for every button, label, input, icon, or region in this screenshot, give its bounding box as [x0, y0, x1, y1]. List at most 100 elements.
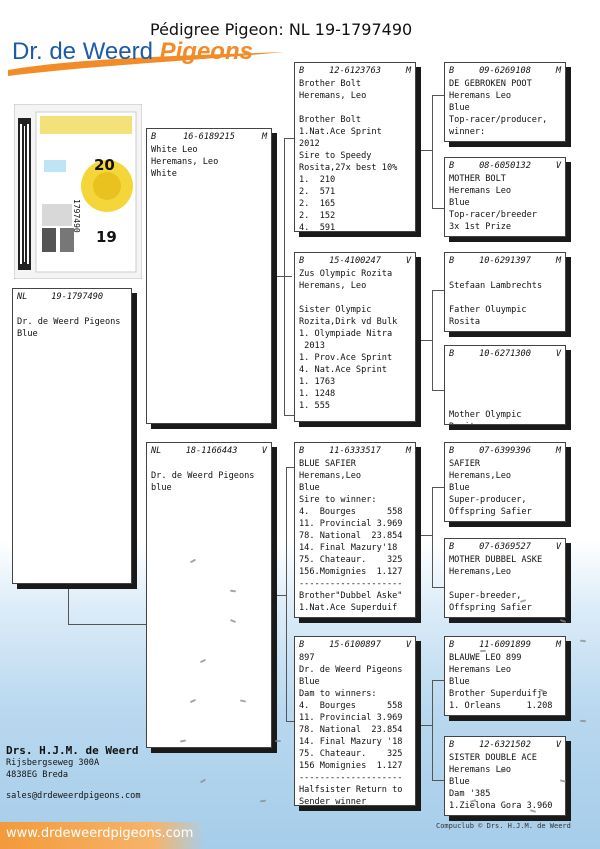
- ring-prefix: B: [299, 66, 305, 76]
- card-text-line: [151, 458, 267, 470]
- card-text-line: Top-racer/producer,: [449, 115, 548, 125]
- ring-year-left: 20: [94, 156, 115, 174]
- sex-marker: M: [555, 66, 561, 76]
- card-text-line: 4. Nat.Ace Sprint: [299, 365, 387, 375]
- card-text-line: SISTER DOUBLE ACE: [449, 753, 537, 763]
- card-text-line: 2013: [299, 341, 325, 351]
- connector: [284, 138, 294, 139]
- card-text-line: Sire to winner:: [299, 495, 377, 505]
- card-text-line: DE GEBROKEN POOT: [449, 79, 532, 89]
- connector: [284, 138, 285, 415]
- card-text-line: SAFIER: [449, 459, 481, 469]
- card-text-line: [449, 268, 561, 280]
- website-link[interactable]: www.drdeweerdpigeons.com: [6, 826, 194, 841]
- ring-prefix: B: [151, 132, 157, 142]
- connector: [272, 595, 286, 596]
- ring-prefix: B: [449, 542, 455, 552]
- card-text-line: Blue: [17, 329, 38, 339]
- sex-marker: V: [555, 161, 561, 171]
- ring-prefix: B: [449, 640, 455, 650]
- ring-number: 12-6321502: [479, 740, 531, 750]
- ring-prefix: B: [449, 740, 455, 750]
- card-text-line: [449, 578, 561, 590]
- card-text-line: Super-breeder,: [449, 591, 522, 601]
- card-text-line: Stefaan Lambrechts: [449, 281, 543, 291]
- brand-logo[interactable]: Dr. de Weerd Pigeons: [12, 38, 253, 66]
- card-text-line: Zus Olympic Rozita: [299, 269, 393, 279]
- card-text-line: winner:: [449, 127, 486, 137]
- card-text-line: Rosita,27x best 10%: [299, 163, 398, 173]
- card-text-line: BLAUWE LEO 899: [449, 653, 522, 663]
- card-text-line: 1.Nat.Ace Sprint: [299, 127, 382, 137]
- logo-swoosh: [8, 52, 284, 76]
- card-text-line: Rozita,Dirk vd Bulk: [299, 317, 398, 327]
- connector: [432, 587, 444, 588]
- ring-prefix: B: [299, 256, 305, 266]
- card-text-line: 2. 571: [299, 187, 336, 197]
- card-text-line: [449, 373, 561, 385]
- ring-number: 08-6050132: [479, 161, 531, 171]
- card-text-line: 156 Momignies 1.127: [299, 761, 403, 771]
- ring-number: 16-6189215: [183, 132, 235, 142]
- card-text-line: Heremans,Leo: [299, 471, 362, 481]
- website-bar[interactable]: www.drdeweerdpigeons.com: [0, 822, 205, 849]
- card-text-line: [17, 304, 127, 316]
- connector: [432, 95, 433, 208]
- card-text-line: 1. 1763: [299, 377, 336, 387]
- card-text-line: 4. Bourges 558: [299, 701, 403, 711]
- card-text-line: 75. Chateaur. 325: [299, 749, 403, 759]
- card-text-line: 1. 210: [299, 175, 336, 185]
- ring-prefix: NL: [17, 292, 28, 302]
- sex-marker: M: [555, 446, 561, 456]
- ring-code: 1797490: [72, 199, 81, 233]
- connector: [432, 290, 444, 291]
- card-text-line: [449, 361, 561, 373]
- card-text-line: Sender winner: [299, 797, 367, 806]
- card-text-line: 1. Olympiade Nitra: [299, 329, 393, 339]
- ring-prefix: B: [449, 66, 455, 76]
- ring-number: 10-6271300: [479, 349, 531, 359]
- card-text-line: 1. 555: [299, 401, 331, 411]
- card-text-line: MOTHER DUBBEL ASKE: [449, 555, 543, 565]
- ring-number: 12-6123763: [329, 66, 381, 76]
- ring-number: 07-6369527: [479, 542, 531, 552]
- card-text-line: 4. 591: [299, 223, 336, 232]
- card-text-line: Top-racer/breeder: [449, 210, 537, 220]
- ring-year-right: 19: [96, 228, 117, 246]
- card-text-line: [449, 292, 561, 304]
- card-text-line: Heremans, Leo: [299, 91, 367, 101]
- owner-block: Drs. H.J.M. de Weerd Rijsbergseweg 300A …: [6, 744, 141, 801]
- card-text-line: Super-producer,: [449, 495, 527, 505]
- connector: [68, 584, 69, 624]
- owner-name: Drs. H.J.M. de Weerd: [6, 744, 139, 757]
- owner-city: 4838EG Breda: [6, 770, 69, 780]
- ring-prefix: B: [299, 640, 305, 650]
- connector: [432, 290, 433, 390]
- owner-email-link[interactable]: sales@drdeweerdpigeons.com: [6, 791, 141, 801]
- card-text-line: blue: [151, 483, 172, 493]
- ring-number: 15-6100897: [329, 640, 381, 650]
- sex-marker: V: [555, 349, 561, 359]
- card-text-line: Halfsister Return to: [299, 785, 403, 795]
